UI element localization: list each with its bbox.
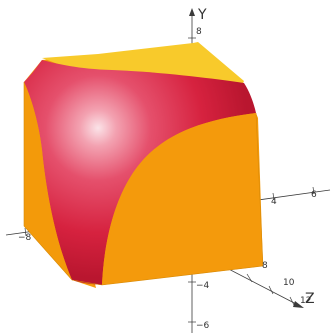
tick-marks (24, 37, 315, 323)
z-axis-title: Z (305, 291, 315, 307)
red-curved-surface (24, 60, 256, 285)
y-tick-label-top: 8 (196, 27, 202, 37)
x-tick-label-six: 6 (311, 190, 317, 200)
z-tick-ten (268, 285, 274, 295)
yellow-top-cap (42, 42, 244, 90)
y-axis-title: Y (197, 7, 207, 23)
z-tick-eight (246, 273, 253, 283)
y-axis-arrowhead-icon (189, 8, 195, 16)
y-tick-label-neg4: −4 (196, 281, 210, 291)
left-orange-sliver (24, 82, 72, 280)
x-tick-label-neg8: −8 (18, 233, 32, 243)
front-orange-quarter-disc (102, 113, 263, 285)
z-tick-label-eight: 8 (262, 261, 268, 271)
z-tick-label-twelve: 12 (300, 296, 311, 306)
x-tick-label-four: 4 (271, 197, 277, 207)
z-tick-twelve (289, 296, 295, 306)
x-tick-six (312, 186, 315, 195)
z-axis-arrowhead-icon (293, 301, 304, 308)
z-tick-label-ten: 10 (283, 278, 295, 288)
x-tick-neg8 (24, 227, 27, 237)
x-tick-four (272, 192, 275, 201)
axis-arrows (189, 8, 304, 308)
solid-body (23, 42, 264, 288)
solid-edges (23, 82, 264, 286)
y-tick-label-neg6: −6 (196, 321, 210, 331)
